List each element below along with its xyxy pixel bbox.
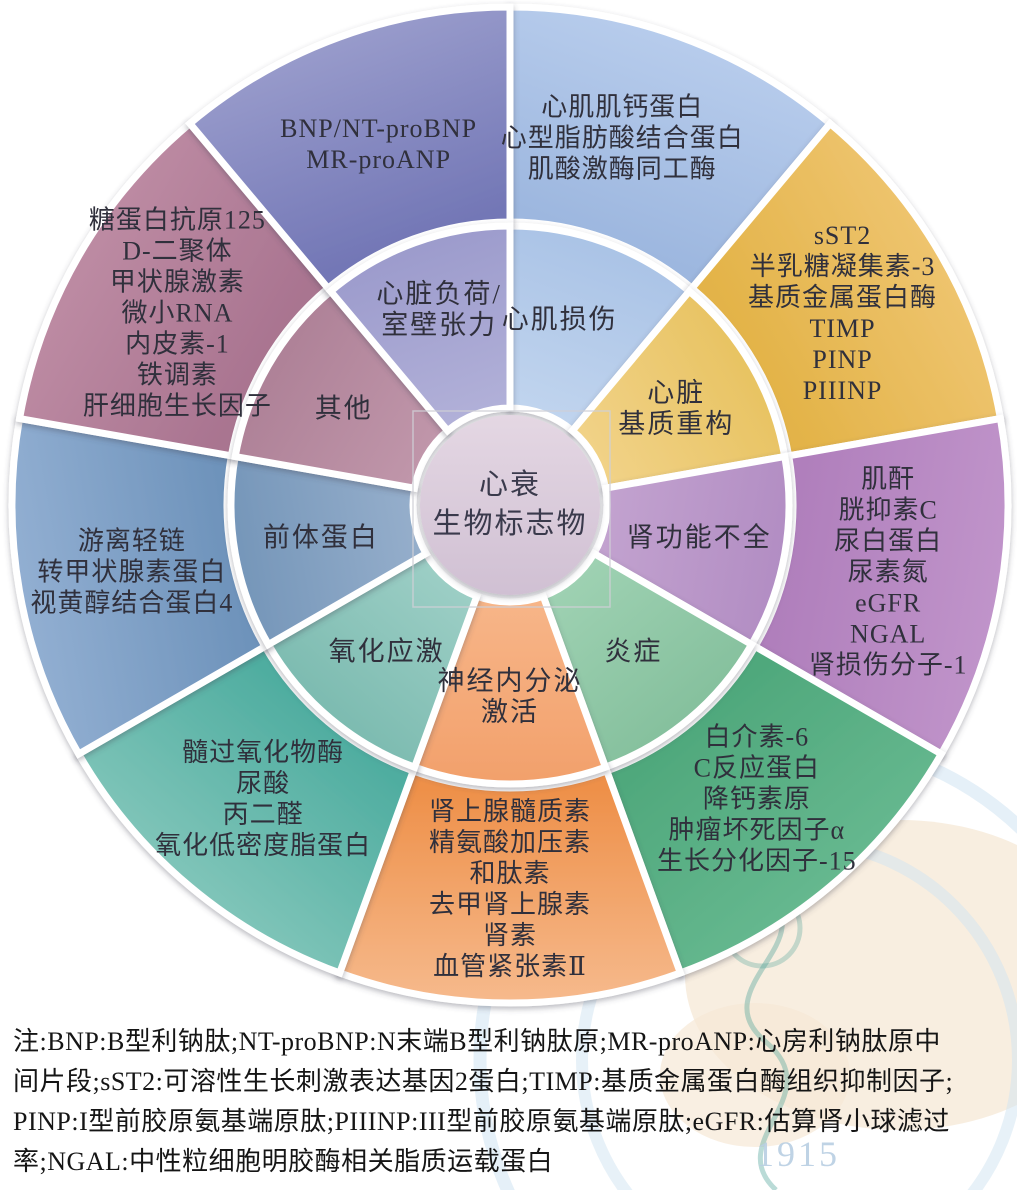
sector-outer-cardiac-load-wall-stress	[184, 3, 514, 294]
note-line-4: 率;NGAL:中性粒细胞明胶酶相关脂质运载蛋白	[13, 1147, 554, 1176]
sector-outer-neuroendocrine-activation	[335, 766, 685, 1007]
wheel-hub-circle	[420, 415, 600, 595]
figure-note: 注:BNP:B型利钠肽;NT-proBNP:N末端B型利钠肽原;MR-proAN…	[13, 1022, 1011, 1182]
sector-inner-others	[231, 286, 453, 493]
note-line-1: 注:BNP:B型利钠肽;NT-proBNP:N末端B型利钠肽原;MR-proAN…	[13, 1027, 941, 1056]
sector-inner-cardiac-load-wall-stress	[325, 222, 514, 436]
sector-inner-cardiac-matrix-remodeling	[567, 286, 789, 493]
sector-outer-renal-insufficiency	[750, 414, 1012, 759]
sector-outer-oxidative-stress	[73, 641, 418, 978]
sector-inner-precursor-proteins	[227, 452, 431, 650]
note-line-2: 间片段;sST2:可溶性生长刺激表达基因2蛋白;TIMP:基质金属蛋白酶组织抑制…	[13, 1067, 954, 1096]
center-frame-outline	[412, 410, 611, 608]
sector-outer-cardiac-matrix-remodeling	[686, 118, 1005, 460]
note-line-3: PINP:I型前胶原氨基端原肽;PIIINP:III型前胶原氨基端原肽;eGFR…	[13, 1107, 950, 1136]
sector-inner-myocardial-injury	[506, 222, 695, 436]
sector-outer-precursor-proteins	[8, 414, 270, 759]
sector-outer-others	[15, 118, 334, 460]
sector-inner-renal-insufficiency	[589, 452, 793, 650]
watermark-serpent-staff	[744, 889, 790, 1190]
watermark-map-blob-small	[660, 1003, 850, 1147]
watermark-year-1915: 1915	[756, 1134, 840, 1174]
sector-outer-inflammation	[602, 641, 947, 978]
